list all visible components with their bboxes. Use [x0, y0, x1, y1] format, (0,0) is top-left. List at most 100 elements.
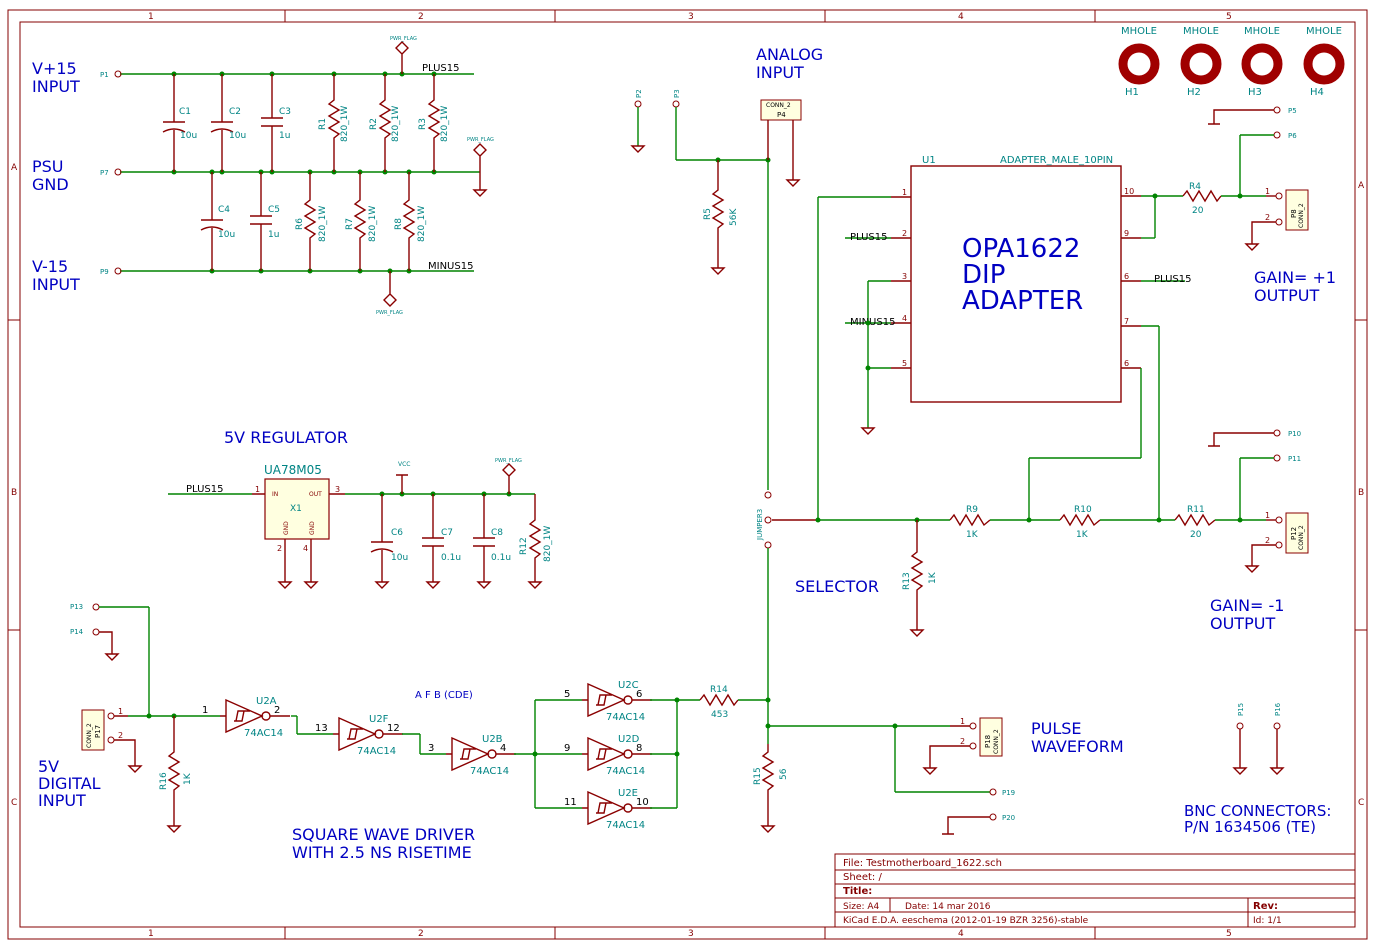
r13-ref: R13 — [902, 572, 912, 590]
svg-text:1: 1 — [1265, 187, 1270, 196]
p18-value: CONN_2 — [993, 729, 1000, 754]
gate-pin-in: 11 — [564, 797, 577, 808]
port-p19: P19 — [1002, 789, 1015, 797]
gate-value: 74AC14 — [606, 712, 645, 723]
gate-ref: U2C — [618, 680, 639, 691]
net-plus15-reg: PLUS15 — [186, 484, 224, 495]
r11-ref: R11 — [1187, 505, 1205, 515]
note-5v-regulator: 5V REGULATOR — [224, 428, 348, 447]
port-p20: P20 — [1002, 814, 1015, 822]
h1-ref: H1 — [1125, 87, 1139, 98]
tb-sheet: Sheet: / — [843, 872, 882, 883]
note-bnc: BNC CONNECTORS:P/N 1634506 (TE) — [1184, 802, 1331, 836]
gate-ref: U2E — [618, 788, 638, 799]
r9-ref: R9 — [966, 505, 978, 515]
r8-val: 820_1W — [417, 206, 427, 242]
r7-val: 820_1W — [368, 206, 378, 242]
analog-section: P2 P3 R5 56K CONN_2 P4 JUMPER3 R15 56 — [630, 89, 818, 833]
c7-ref: C7 — [441, 528, 453, 538]
svg-text:6: 6 — [1124, 359, 1129, 368]
r5-val: 56K — [729, 208, 739, 226]
c1-val: 10u — [180, 131, 197, 141]
r9-val: 1K — [966, 530, 979, 540]
svg-text:1: 1 — [902, 188, 907, 197]
c2-ref: C2 — [229, 107, 241, 117]
r2-val: 820_1W — [391, 106, 401, 142]
svg-text:2: 2 — [902, 229, 907, 238]
r15-ref: R15 — [753, 767, 763, 785]
u1-ref: U1 — [922, 155, 936, 166]
svg-text:3: 3 — [902, 272, 907, 281]
svg-text:5: 5 — [902, 359, 907, 368]
gate-ref: U2F — [369, 714, 389, 725]
svg-text:6: 6 — [1124, 272, 1129, 281]
c6-ref: C6 — [391, 528, 403, 538]
h3-ref: H3 — [1248, 87, 1262, 98]
r16-ref: R16 — [159, 772, 169, 790]
c3-ref: C3 — [279, 107, 291, 117]
gate-pin-in: 1 — [202, 705, 208, 716]
r1-val: 820_1W — [340, 106, 350, 142]
c5-val: 1u — [268, 230, 279, 240]
p17-value: CONN_2 — [86, 723, 93, 748]
p4-ref: P4 — [777, 111, 786, 119]
gate-pin-out: 10 — [636, 797, 649, 808]
port-p10: P10 — [1288, 430, 1301, 438]
port-p1: P1 — [100, 71, 109, 79]
port-p9: P9 — [100, 268, 109, 276]
r10-ref: R10 — [1074, 505, 1092, 515]
c8-val: 0.1u — [491, 553, 511, 563]
net-minus15-psu: MINUS15 — [428, 261, 473, 272]
col-label-4-bottom: 4 — [958, 929, 964, 939]
drawing-frame: 1 2 3 4 5 1 2 3 4 5 A B C A B C — [7, 9, 1368, 940]
gate-value: 74AC14 — [357, 746, 396, 757]
r6-val: 820_1W — [318, 206, 328, 242]
svg-text:1: 1 — [960, 717, 965, 726]
svg-text:2: 2 — [1265, 213, 1270, 222]
r3-val: 820_1W — [440, 106, 450, 142]
r7-ref: R7 — [345, 218, 355, 230]
c4-val: 10u — [218, 230, 235, 240]
h4-value: MHOLE — [1306, 26, 1342, 37]
svg-text:2: 2 — [118, 731, 123, 740]
r10-val: 1K — [1076, 530, 1089, 540]
pwr-flag-label-3: PWR_FLAG — [376, 310, 403, 316]
r4-val: 20 — [1192, 206, 1204, 216]
port-p15: P15 — [1237, 703, 1245, 716]
svg-text:10: 10 — [1124, 187, 1134, 196]
svg-text:4: 4 — [902, 314, 907, 323]
gate-pin-out: 4 — [500, 743, 506, 754]
h1-value: MHOLE — [1121, 26, 1157, 37]
p8-value: CONN_2 — [1298, 203, 1305, 228]
row-label-a-right: A — [1358, 181, 1365, 191]
gate-value: 74AC14 — [606, 766, 645, 777]
tb-date: Date: 14 mar 2016 — [905, 902, 991, 912]
col-label-2: 2 — [418, 12, 424, 22]
port-p5: P5 — [1288, 107, 1297, 115]
h4-ref: H4 — [1310, 87, 1324, 98]
gate-value: 74AC14 — [244, 728, 283, 739]
c3-val: 1u — [279, 131, 290, 141]
row-label-c-right: C — [1358, 798, 1364, 808]
tb-id: Id: 1/1 — [1253, 916, 1282, 926]
mounting-holes: MHOLE MHOLE MHOLE MHOLE H1 H2 H3 H4 — [1118, 26, 1345, 98]
x1-pin-in: IN — [272, 491, 278, 498]
note-afb: A F B (CDE) — [415, 690, 473, 701]
r15-val: 56 — [779, 768, 789, 780]
col-label-5: 5 — [1226, 12, 1232, 22]
gate-pin-out: 6 — [636, 689, 642, 700]
col-label-3: 3 — [688, 12, 694, 22]
c4-ref: C4 — [218, 205, 230, 215]
r8-ref: R8 — [394, 218, 404, 230]
